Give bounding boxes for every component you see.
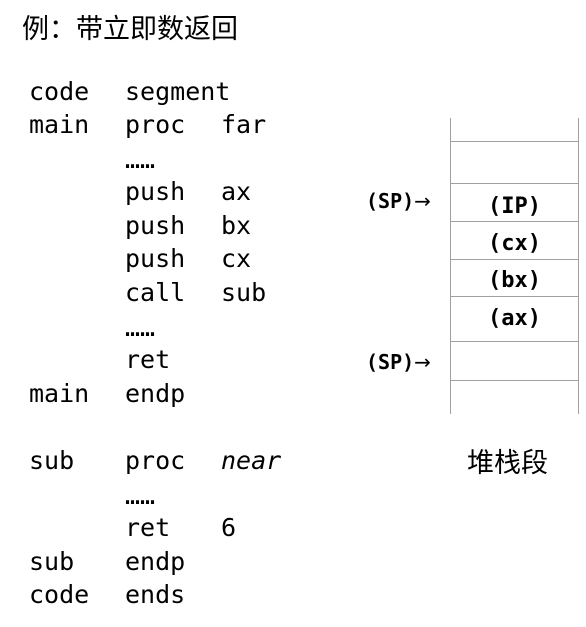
stack-divider [450,141,579,142]
stack-divider [450,183,579,184]
stack-cell-ax: (ax) [488,306,541,331]
stack-divider [450,259,579,260]
sp-label: (SP) [366,189,415,213]
stack-right-border [578,118,579,414]
stack-left-border [450,118,451,414]
stack-divider [450,221,579,222]
page-title: 例：带立即数返回 [22,14,238,45]
stack-divider [450,296,579,297]
right-arrow-icon: → [414,189,431,213]
sp-pointer-top: (SP)→ [366,186,431,216]
stack-divider [450,341,579,342]
stack-cell-cx: (cx) [488,231,541,256]
stack-caption: 堆栈段 [467,448,548,479]
right-arrow-icon: → [414,350,431,374]
stack-divider [450,380,579,381]
sp-label: (SP) [366,350,415,374]
stack-cell-bx: (bx) [488,268,541,293]
stack-cell-ip: (IP) [488,194,541,219]
stack-diagram: (IP) (cx) (bx) (ax) [450,118,579,414]
sp-pointer-bottom: (SP)→ [366,347,431,377]
